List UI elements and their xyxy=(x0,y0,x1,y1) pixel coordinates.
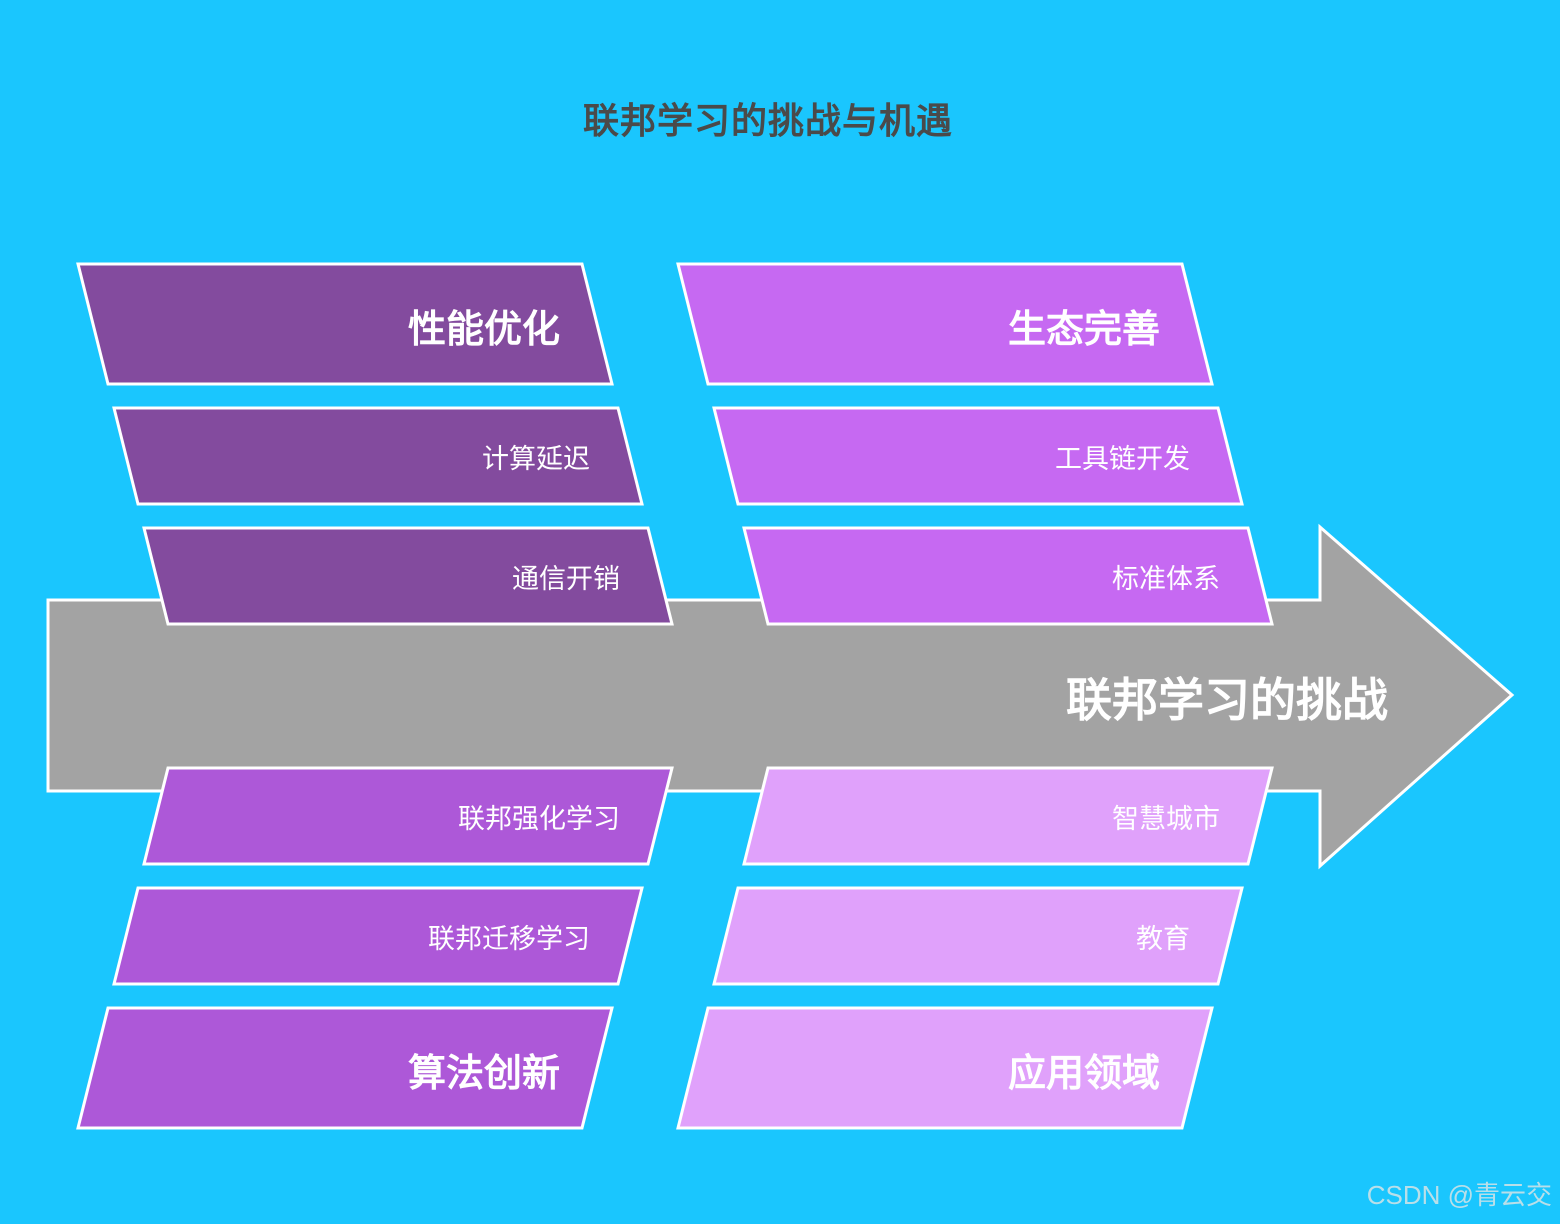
cause-box-education[interactable] xyxy=(712,886,1244,986)
cause-label-fed-transfer: 联邦迁移学习 xyxy=(428,924,590,955)
category-box-performance[interactable] xyxy=(76,262,614,386)
cause-label-toolchain: 工具链开发 xyxy=(1055,444,1190,475)
category-label-application: 应用领域 xyxy=(1007,1051,1160,1095)
category-label-ecosystem: 生态完善 xyxy=(1007,307,1160,351)
cause-label-fed-rl: 联邦强化学习 xyxy=(458,804,620,835)
cause-box-fed-rl[interactable] xyxy=(142,766,674,866)
cause-label-communication-cost: 通信开销 xyxy=(512,564,620,595)
cause-box-smart-city[interactable] xyxy=(742,766,1274,866)
cause-label-compute-latency: 计算延迟 xyxy=(482,444,590,475)
cause-label-smart-city: 智慧城市 xyxy=(1112,804,1220,835)
category-box-application[interactable] xyxy=(676,1006,1214,1130)
category-label-algorithm: 算法创新 xyxy=(407,1051,560,1095)
cause-box-compute-latency[interactable] xyxy=(112,406,644,506)
cause-box-standards[interactable] xyxy=(742,526,1274,626)
watermark: CSDN @青云交 xyxy=(1366,1180,1552,1210)
category-label-performance: 性能优化 xyxy=(407,307,560,351)
cause-box-communication-cost[interactable] xyxy=(142,526,674,626)
category-box-ecosystem[interactable] xyxy=(676,262,1214,386)
category-box-algorithm[interactable] xyxy=(76,1006,614,1130)
spine-label: 联邦学习的挑战 xyxy=(1066,673,1388,727)
cause-box-toolchain[interactable] xyxy=(712,406,1244,506)
diagram-title: 联邦学习的挑战与机遇 xyxy=(582,101,953,142)
cause-label-standards: 标准体系 xyxy=(1112,564,1220,595)
cause-label-education: 教育 xyxy=(1136,924,1190,955)
cause-box-fed-transfer[interactable] xyxy=(112,886,644,986)
